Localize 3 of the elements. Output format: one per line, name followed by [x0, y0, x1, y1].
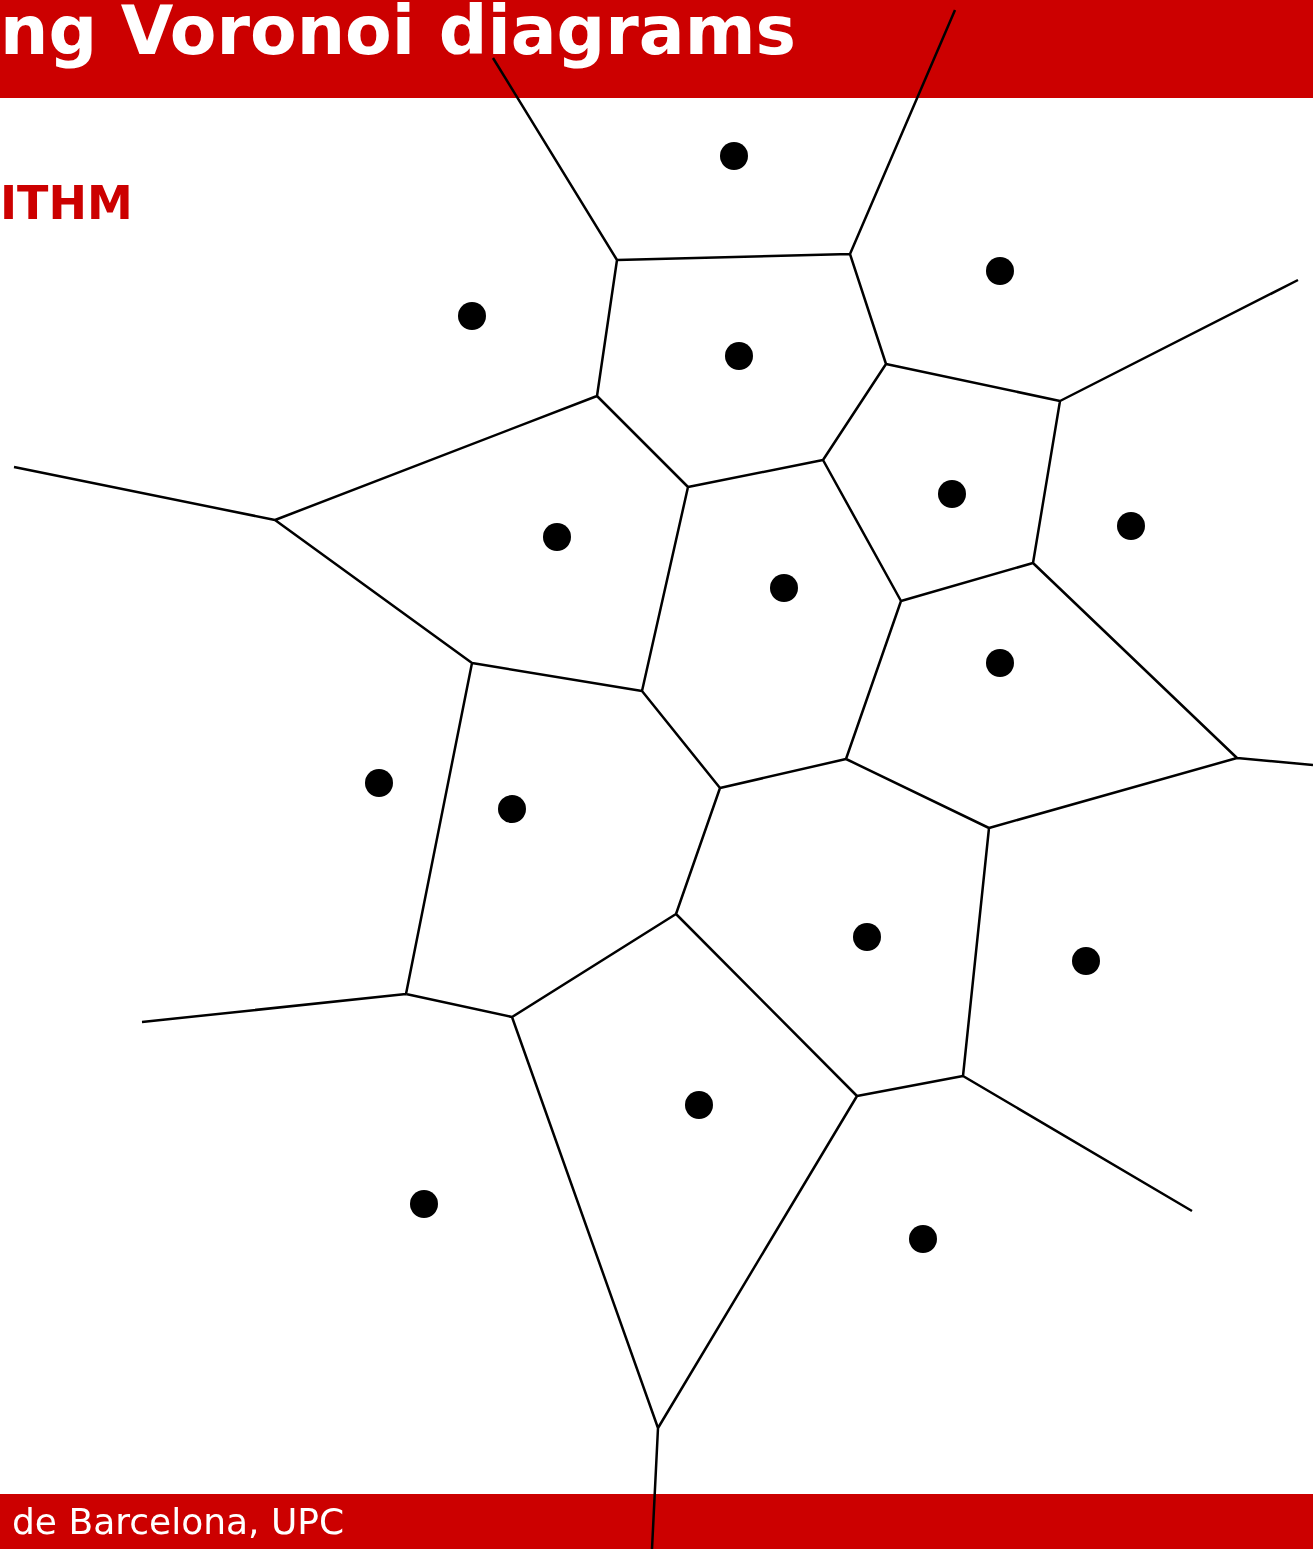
section-heading: ITHM: [0, 176, 133, 230]
footer-text: de Barcelona, UPC: [12, 1500, 345, 1544]
slide-title: ng Voronoi diagrams: [0, 0, 797, 72]
